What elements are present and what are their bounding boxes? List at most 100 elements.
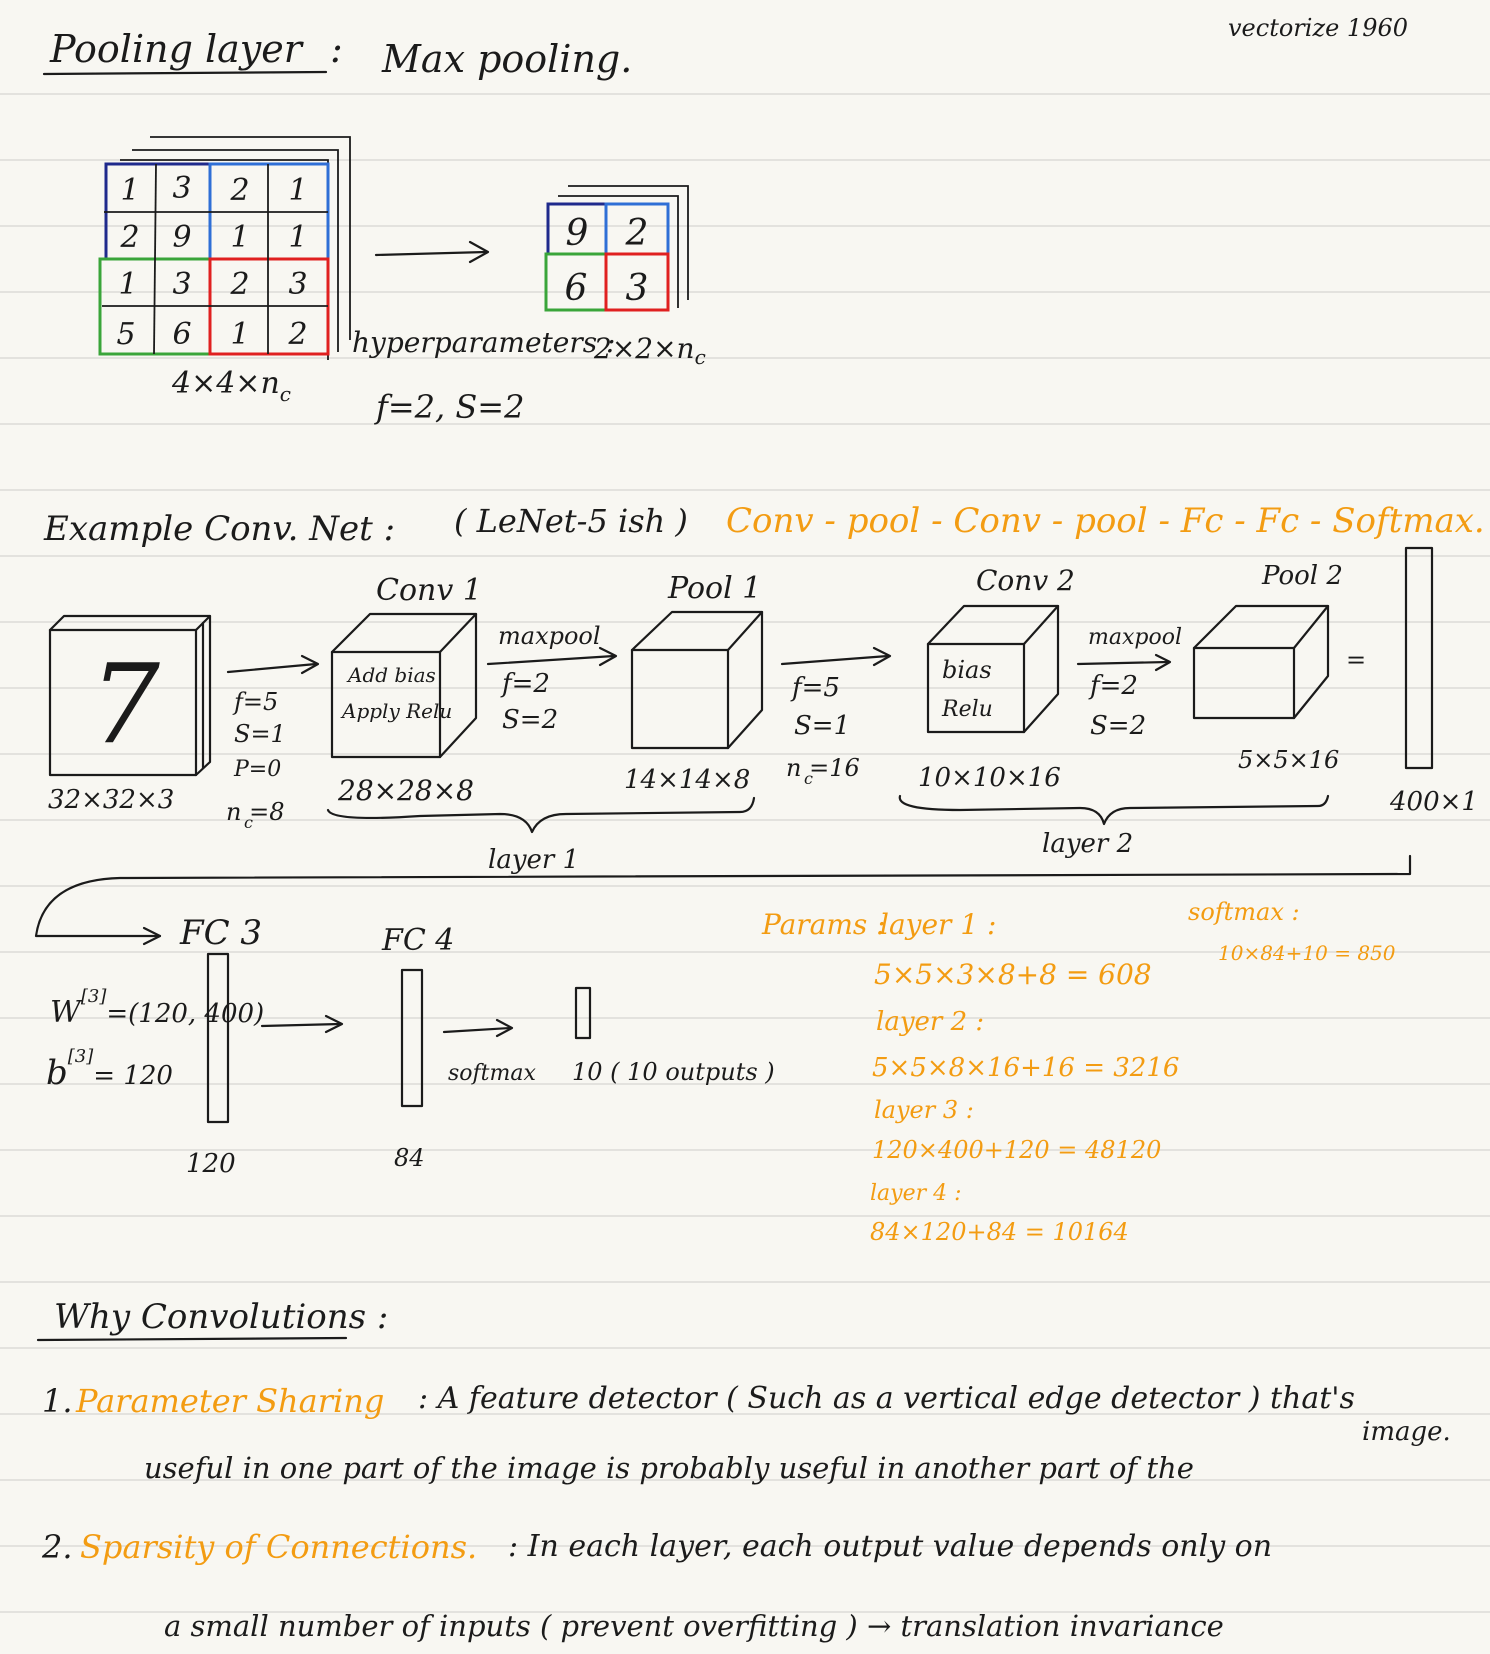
grid-cell: 1: [230, 220, 249, 255]
example-subtitle: ( LeNet-5 ish ): [454, 502, 688, 540]
params-layer3-eq: 120×400+120 = 48120: [872, 1136, 1161, 1164]
maxpool2-label: maxpool: [1088, 625, 1182, 650]
grid-cell: 3: [172, 171, 191, 206]
params-layer3-label: layer 3 :: [874, 1096, 974, 1124]
conv2-param-sub: c: [804, 769, 813, 788]
conv2-param: f=5: [790, 673, 840, 703]
conv1-param: n =8: [226, 798, 284, 826]
arrow-conv2: [780, 646, 892, 667]
params-title: Params :: [761, 908, 886, 941]
maxpool2-param: f=2: [1088, 671, 1138, 701]
params-layer2-eq: 5×5×8×16+16 = 3216: [872, 1053, 1179, 1083]
output-label: 10 ( 10 outputs ): [572, 1058, 775, 1086]
output-cell: 3: [626, 268, 649, 309]
pool1-title: Pool 1: [667, 571, 761, 606]
input-digit: 7: [90, 640, 160, 768]
fc3-weight: W[3]=(120, 400): [50, 986, 264, 1030]
conv2-param: S=1: [794, 711, 850, 741]
conv1-dim: 28×28×8: [337, 774, 474, 807]
output-cell: 2: [625, 213, 649, 254]
params-layer4-eq: 84×120+84 = 10164: [870, 1218, 1129, 1246]
fc3-vector: [206, 952, 230, 1124]
conv2-param: n =16: [786, 754, 860, 782]
params-softmax-label: softmax :: [1188, 898, 1300, 926]
p2-line2: a small number of inputs ( prevent overf…: [164, 1609, 1224, 1643]
softmax-label: softmax: [448, 1061, 536, 1086]
conv1-box-text: Add bias: [346, 663, 436, 687]
pool1-dim: 14×14×8: [624, 765, 750, 795]
pool1-cube: [630, 610, 764, 750]
conv1-param: P=0: [233, 757, 281, 782]
params-layer4-label: layer 4 :: [870, 1181, 962, 1206]
p2-heading: Sparsity of Connections.: [80, 1528, 477, 1566]
grid-cell: 2: [119, 220, 139, 255]
grid-cell: 1: [120, 173, 139, 208]
fc4-vector: [400, 968, 424, 1108]
conv2-title: Conv 2: [976, 564, 1075, 597]
pooling-arrow: [374, 240, 490, 264]
pooling-subtitle: Max pooling.: [381, 37, 632, 81]
example-title: Example Conv. Net :: [43, 509, 395, 549]
grid-cell: 1: [230, 317, 249, 352]
corner-note: vectorize 1960: [1228, 14, 1408, 42]
grid-cell: 1: [288, 173, 307, 208]
pool2-cube: [1192, 604, 1330, 720]
p1-line2: useful in one part of the image is proba…: [144, 1451, 1194, 1485]
p2-line1: : In each layer, each output value depen…: [508, 1529, 1272, 1564]
arrow-fc4: [260, 1014, 344, 1034]
params-softmax-eq: 10×84+10 = 850: [1218, 941, 1396, 965]
pool2-title: Pool 2: [1261, 561, 1343, 591]
why-title: Why Convolutions :: [54, 1297, 388, 1337]
params-layer1-eq: 5×5×3×8+8 = 608: [874, 958, 1152, 991]
grid-cell: 2: [229, 173, 249, 208]
layer2-brace: [898, 794, 1330, 826]
grid-cell: 1: [288, 220, 307, 255]
pooling-output-dim: 2×2×nc: [593, 332, 706, 369]
conv2-dim: 10×10×16: [918, 763, 1061, 793]
grid-cell: 3: [172, 267, 191, 302]
output-cell: 6: [565, 268, 588, 309]
pooling-title-underline: [42, 70, 328, 76]
grid-cell: 6: [172, 317, 191, 352]
pooling-input-dim: 4×4×nc: [171, 366, 291, 406]
conv1-title: Conv 1: [376, 573, 482, 608]
grid-cell: 2: [229, 267, 249, 302]
maxpool2-param: S=2: [1090, 711, 1146, 741]
params-layer2-label: layer 2 :: [876, 1007, 984, 1037]
maxpool1-label: maxpool: [498, 622, 601, 650]
fc4-title: FC 4: [381, 923, 454, 958]
conv2-box-text: bias: [942, 656, 992, 684]
conv1-param: S=1: [234, 720, 286, 748]
conv2-box-text: Relu: [941, 697, 993, 722]
pooling-title-colon: :: [330, 27, 343, 71]
fc3-title: FC 3: [179, 913, 262, 953]
hyperparameters-label: hyperparameters :: [352, 326, 615, 359]
p1-insert: image.: [1362, 1417, 1451, 1447]
fc3-bias: b[3]= 120: [46, 1046, 173, 1093]
grid-cell: 1: [118, 267, 137, 302]
grid-cell: 3: [288, 267, 307, 302]
equals-sign: =: [1346, 646, 1366, 674]
arrow-softmax: [442, 1018, 514, 1038]
output-cell: 9: [566, 213, 589, 254]
grid-cell: 9: [172, 220, 191, 255]
arrow-pool2: [1076, 653, 1172, 672]
fc3-dim: 120: [186, 1149, 236, 1179]
flatten-dim: 400×1: [1389, 787, 1478, 817]
layer1-brace: [326, 796, 756, 834]
layer1-label: layer 1: [488, 845, 579, 875]
maxpool1-param: S=2: [502, 705, 558, 735]
ruled-lines: [0, 93, 1490, 1613]
pooling-input-grid: 1 3 2 1 2 9 1 1 1 3 2 3 5 6 1 2: [98, 162, 330, 356]
input-volume: [48, 614, 212, 777]
conv1-box-text: Apply Relu: [340, 699, 452, 723]
p1-heading: Parameter Sharing: [75, 1382, 384, 1420]
input-dim: 32×32×3: [48, 785, 174, 815]
grid-cell: 5: [116, 317, 135, 352]
hyperparameters-values: f=2, S=2: [374, 388, 524, 426]
conv2-cube: [926, 604, 1060, 734]
output-vector: [574, 986, 592, 1040]
fc4-dim: 84: [394, 1144, 425, 1172]
conv1-param-sub: c: [244, 813, 253, 832]
